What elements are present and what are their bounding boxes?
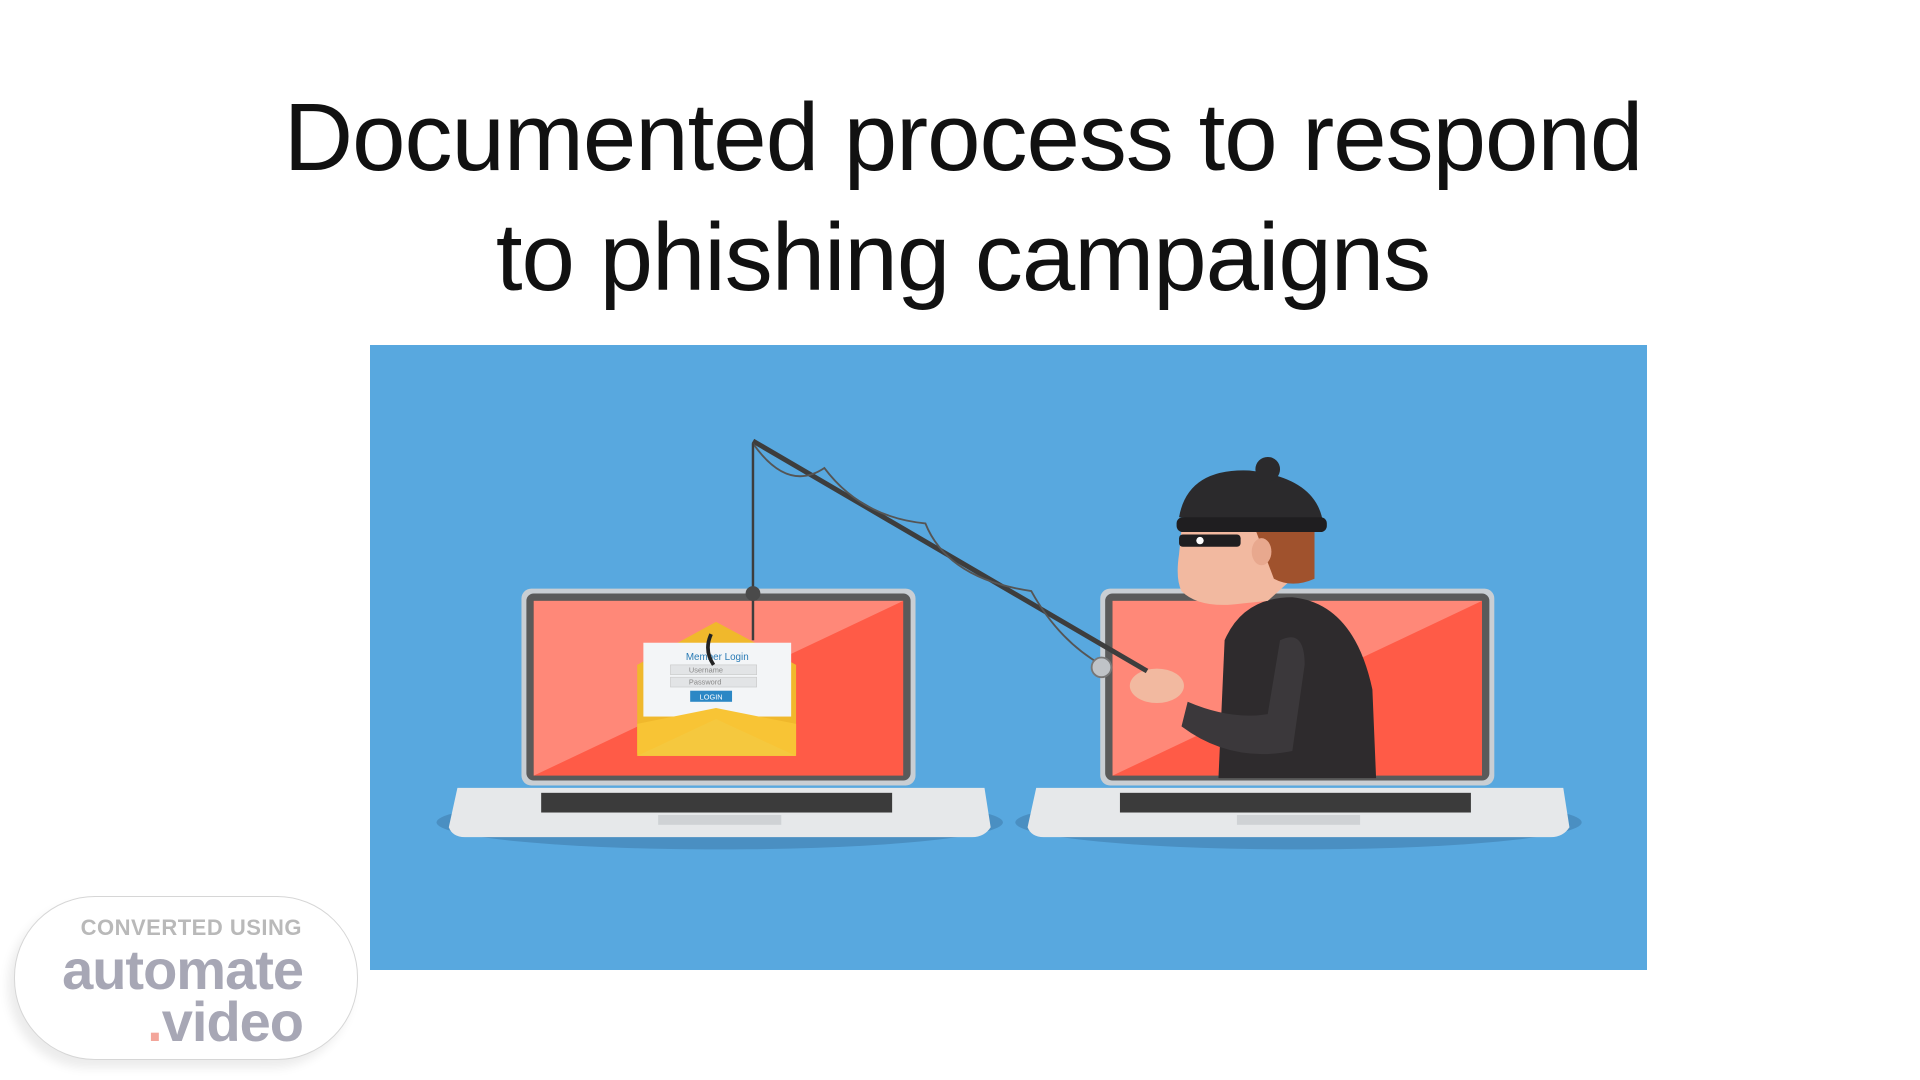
watermark-video: video xyxy=(161,990,304,1053)
watermark-caption: CONVERTED USING xyxy=(80,915,302,940)
fishing-rod xyxy=(745,438,1149,679)
username-field: Username xyxy=(689,665,723,674)
title-line-1: Documented process to respond xyxy=(283,84,1643,191)
phishing-illustration: Member Login Username Password LOGIN xyxy=(370,345,1647,970)
slide-title: Documented process to respond to phishin… xyxy=(0,78,1920,318)
phishing-email-envelope: Member Login Username Password LOGIN xyxy=(637,621,797,756)
hook-icon xyxy=(706,633,716,666)
password-field: Password xyxy=(689,678,721,687)
login-button-graphic: LOGIN xyxy=(700,692,723,701)
watermark-dot: . xyxy=(147,990,163,1053)
watermark-brand-suffix: .video xyxy=(147,989,304,1054)
watermark-brand: automate xyxy=(62,938,304,1001)
title-line-2: to phishing campaigns xyxy=(495,204,1431,311)
hacker-figure xyxy=(1129,456,1377,779)
converted-watermark: CONVERTED USING automate .video xyxy=(14,896,358,1060)
email-heading: Member Login xyxy=(686,652,749,663)
